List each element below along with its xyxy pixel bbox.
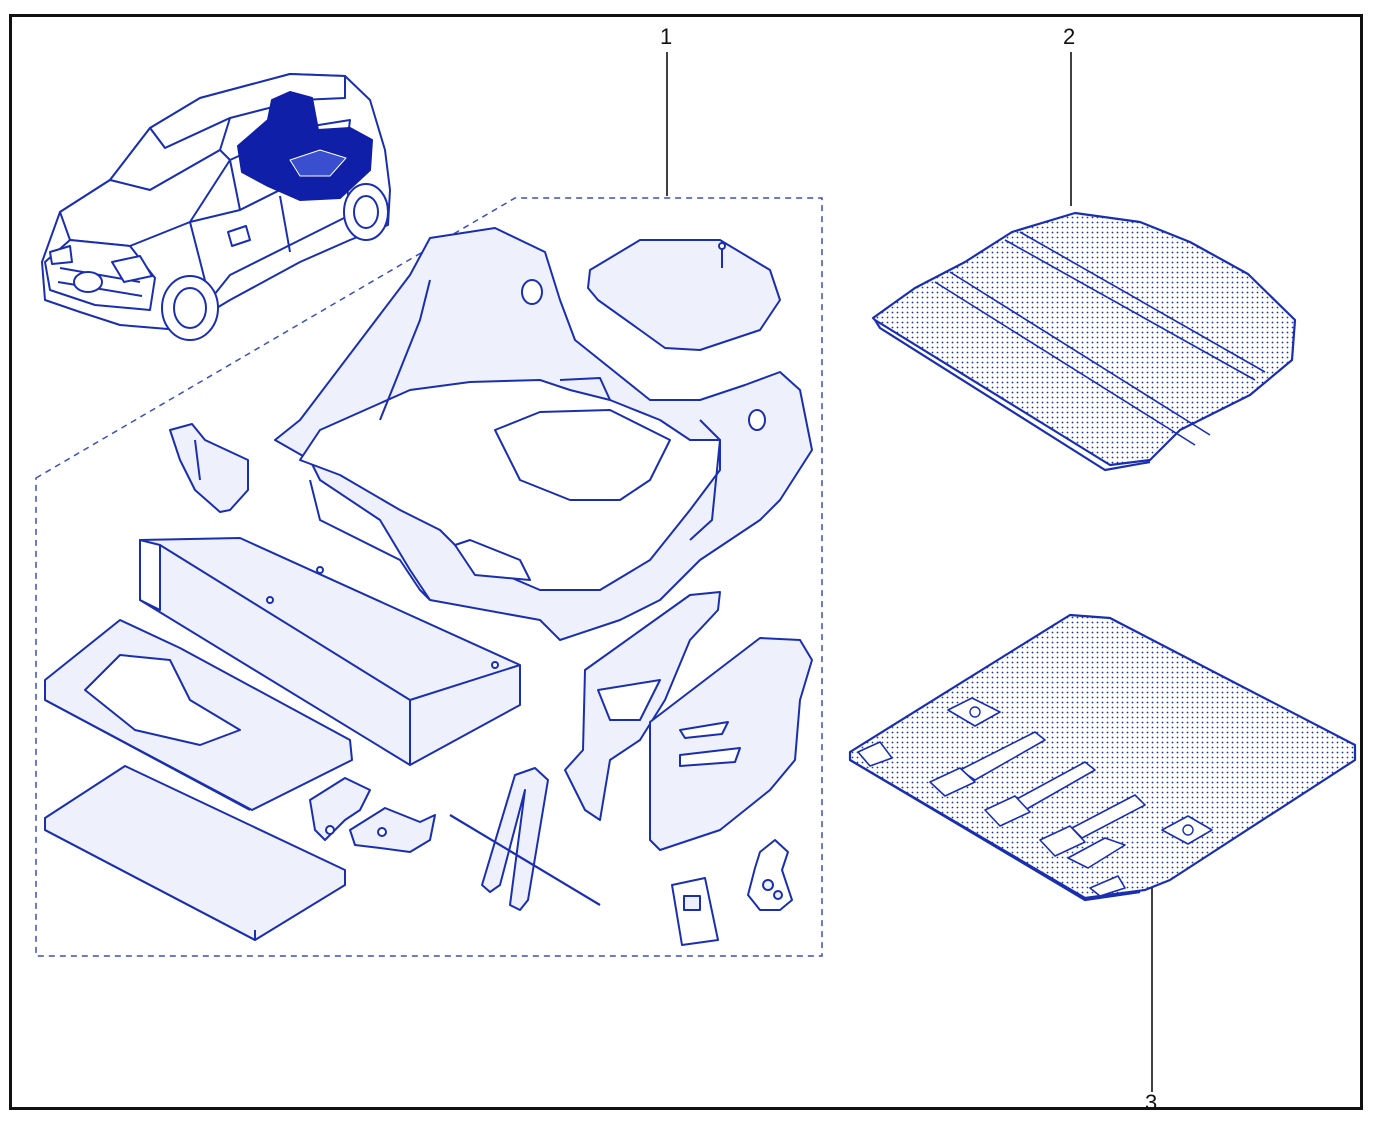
leader-lines [666,52,1153,1092]
mounting-brackets [309,777,436,853]
floor-board [44,619,353,811]
divider-box [139,537,521,766]
strap-handle [481,767,549,911]
highlighted-cargo-kit [237,91,373,201]
corner-bracket [169,423,249,513]
spare-wheel-lid [587,239,781,351]
flat-board [44,765,346,941]
side-panel-right [649,637,813,851]
wire-rod [449,814,601,906]
part-1-kit [44,227,813,946]
part-3-floor-mat [848,613,1357,902]
callout-label-3: 3 [1145,1090,1158,1115]
side-panel-left [564,591,721,821]
trunk-tub [274,227,813,641]
instruction-booklet [671,877,719,946]
hardware-bag [747,839,793,911]
part-2-trunk-mat [871,211,1297,472]
callout-label-2: 2 [1063,24,1076,49]
callout-label-1: 1 [660,24,673,49]
car-illustration [41,73,391,341]
